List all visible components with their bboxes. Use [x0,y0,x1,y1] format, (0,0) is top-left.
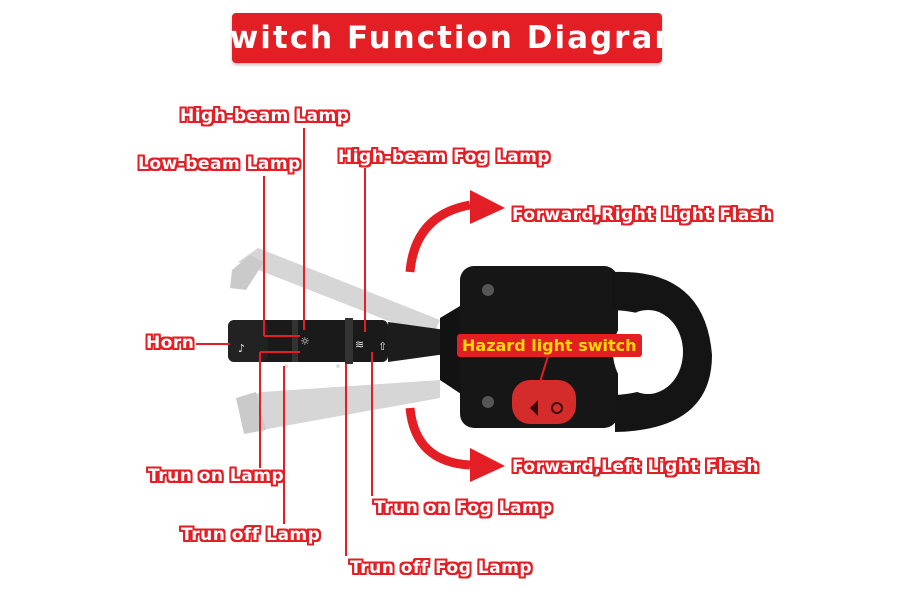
label-turn-off-fog-lamp: Trun off Fog Lamp [350,558,533,578]
label-high-beam-fog-lamp: High-beam Fog Lamp [338,147,551,167]
leader-lines [196,128,549,556]
title-banner: Switch Function Diagram [205,13,687,63]
label-horn: Horn [146,333,195,353]
label-hazard-light-switch: Hazard light switch [457,334,642,357]
label-low-beam-lamp: Low-beam Lamp [138,154,301,174]
page-title: Switch Function Diagram [205,20,689,56]
curved-arrow-icon [405,407,471,470]
chevron-icon: ⇧ [378,340,387,353]
label-forward-right-flash: Forward,Right Light Flash [512,205,774,225]
screw-icon [482,284,494,296]
fog-lamp-icon: ≋ [355,338,364,351]
ghost-lever-down [236,380,440,434]
label-turn-off-lamp: Trun off Lamp [181,525,321,545]
label-high-beam-lamp: High-beam Lamp [180,106,350,126]
headlight-icon: ☼ [300,335,310,348]
screw-icon [482,396,494,408]
switch-housing [440,266,712,432]
label-turn-on-lamp: Trun on Lamp [148,466,285,486]
hazard-triangle-icon [530,400,538,416]
label-forward-left-flash: Forward,Left Light Flash [512,457,760,477]
hazard-button[interactable] [512,380,576,424]
label-turn-on-fog-lamp: Trun on Fog Lamp [374,498,553,518]
curved-arrow-icon [405,200,471,273]
ghost-lever-up [230,248,440,338]
horn-icon: ♪ [238,342,245,355]
